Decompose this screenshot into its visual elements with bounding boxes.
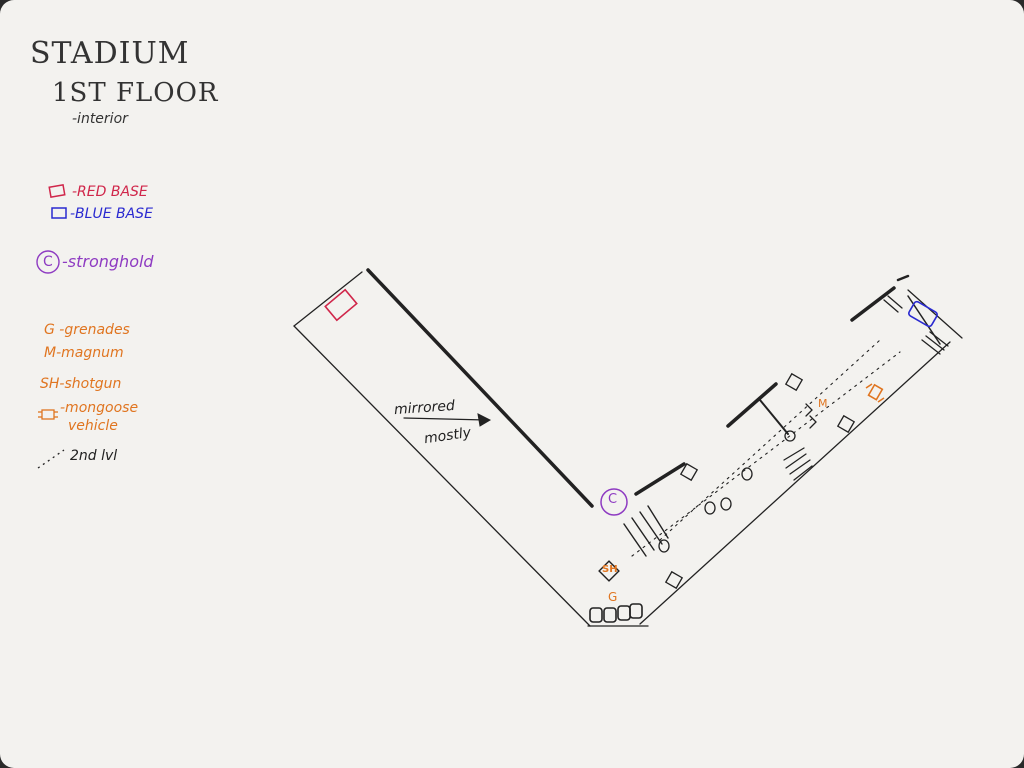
pillar <box>784 430 796 442</box>
legend-magnum: M-magnum <box>44 345 124 361</box>
shotgun-label: SH <box>602 564 618 575</box>
legend-level2: 2nd lvl <box>70 448 118 464</box>
inner-wall-right-3 <box>850 286 896 322</box>
grenade-label: G <box>608 590 618 604</box>
mirrored-arrow <box>403 417 487 421</box>
title-interior: -interior <box>72 111 128 127</box>
stairs-left <box>623 505 669 557</box>
blue-base-marker <box>908 300 938 328</box>
level2-line-1 <box>631 351 901 557</box>
right-end-wall <box>907 289 963 339</box>
inner-wall-right-3-stem <box>896 274 910 282</box>
outer-wall-right <box>639 341 951 625</box>
red-base-marker <box>324 288 358 322</box>
blue-base-icon <box>51 207 67 219</box>
stronghold-marker <box>600 488 628 516</box>
pillar <box>720 497 732 511</box>
pillar <box>658 539 670 553</box>
weapon-box <box>629 603 643 619</box>
mongoose-marker <box>865 383 885 403</box>
crate <box>784 372 804 392</box>
legend-mongoose: -mongoose <box>60 400 139 416</box>
pillar <box>704 501 716 515</box>
legend-vehicle: vehicle <box>68 418 118 434</box>
stairs-right <box>883 295 949 355</box>
legend-shotgun: SH-shotgun <box>40 376 122 392</box>
magnum-label: M <box>818 397 828 410</box>
legend-stronghold-symbol: C <box>43 254 53 270</box>
level2-line-2 <box>659 339 881 541</box>
weapon-box <box>589 607 603 623</box>
weapon-box <box>617 605 631 621</box>
inner-wall-left <box>366 268 594 508</box>
stronghold-icon <box>36 250 60 274</box>
stairs-middle <box>783 447 813 481</box>
outer-wall-left <box>293 325 591 627</box>
red-base-icon <box>48 183 66 199</box>
crate <box>836 414 856 434</box>
legend-blue-base: -BLUE BASE <box>70 206 153 222</box>
left-end-wall <box>293 271 363 327</box>
inner-wall-right-1 <box>634 462 686 496</box>
magnum-bracket-icon <box>805 403 813 417</box>
legend-stronghold: -stronghold <box>62 252 154 271</box>
mongoose-icon <box>38 409 58 420</box>
pillar <box>741 467 753 481</box>
legend-grenades: G -grenades <box>44 322 130 338</box>
title-stadium: STADIUM <box>30 36 190 71</box>
inner-wall-right-2 <box>726 382 778 428</box>
crate <box>664 570 684 590</box>
title-floor: 1ST FLOOR <box>52 78 219 108</box>
inner-wall-right-2-stem <box>759 399 789 435</box>
legend-red-base: -RED BASE <box>72 184 148 200</box>
shotgun-spawn-box <box>598 560 620 582</box>
crate <box>679 462 699 482</box>
stronghold-label: C <box>608 492 618 507</box>
weapon-box <box>603 607 617 623</box>
